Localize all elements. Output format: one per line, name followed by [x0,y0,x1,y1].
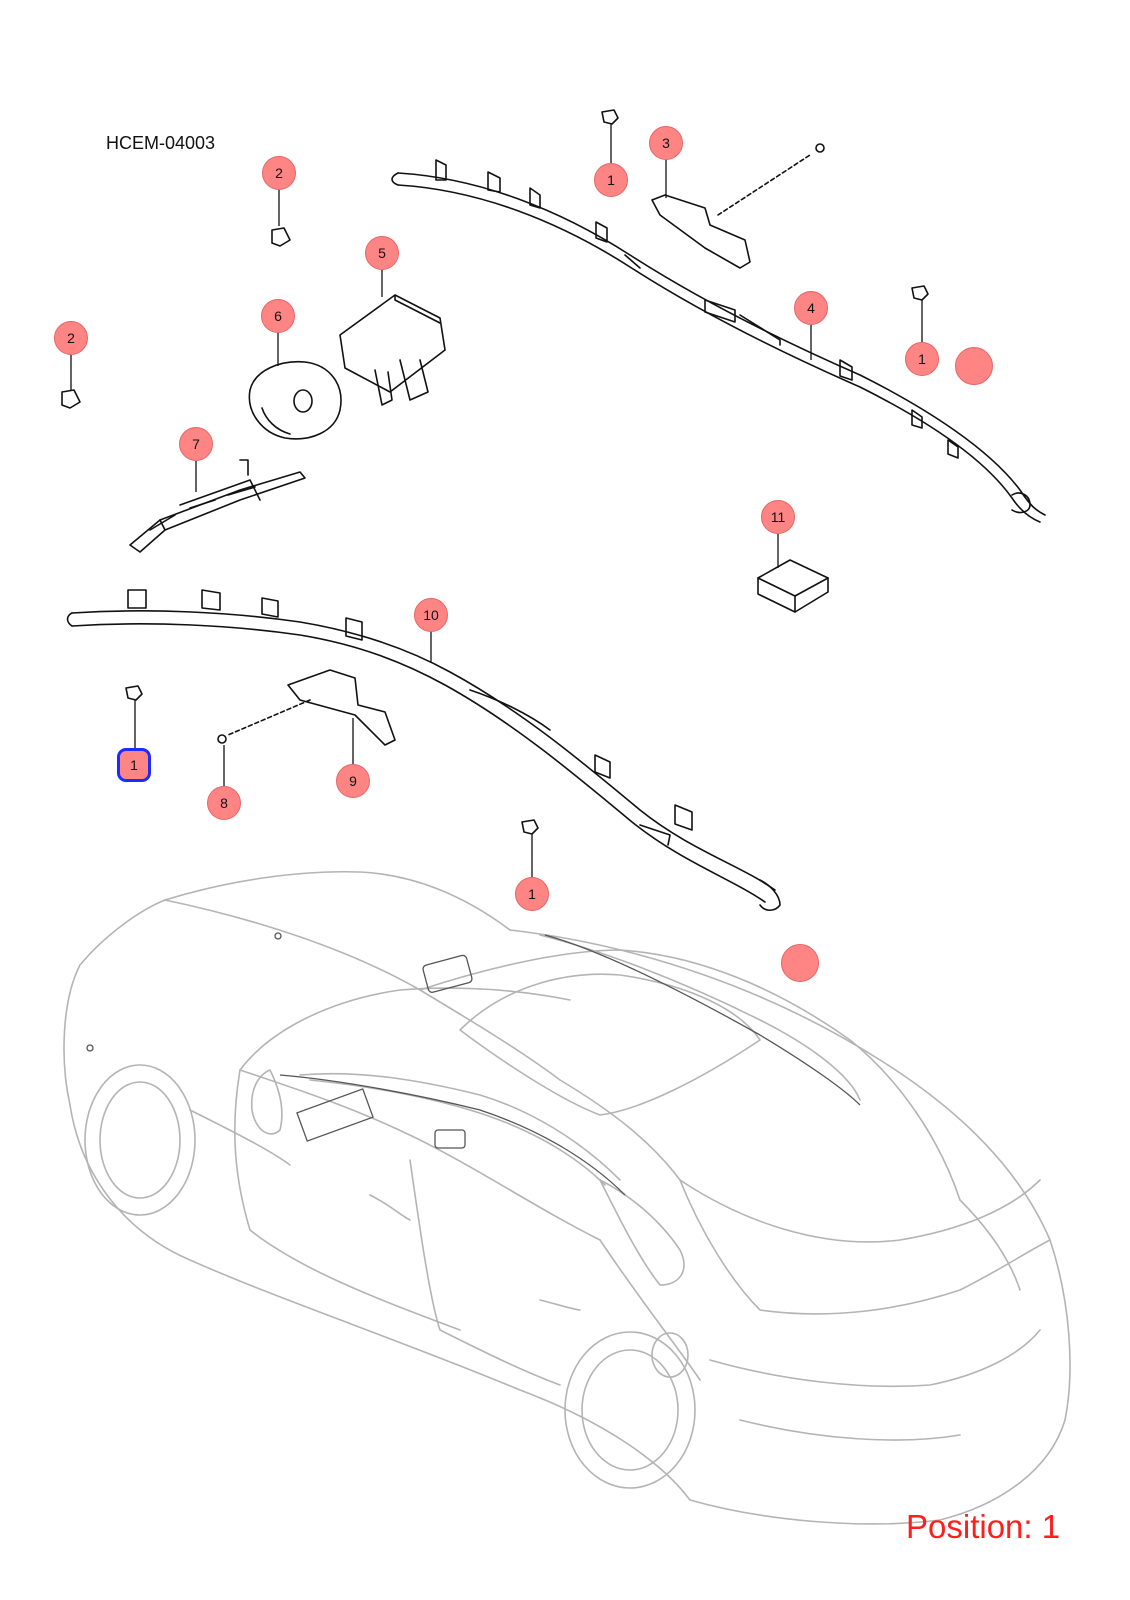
callout-unlabeled[interactable] [781,944,819,982]
curtain-airbag-left [66,589,781,912]
leader-lines [70,124,923,877]
knee-airbag-bracket [129,459,306,553]
callout-4[interactable]: 4 [794,291,828,325]
callout-6[interactable]: 6 [261,299,295,333]
callout-2[interactable]: 2 [54,321,88,355]
vehicle-outline [63,870,1071,1525]
control-module [757,559,829,613]
passenger-airbag [339,294,446,406]
callout-2[interactable]: 2 [262,156,296,190]
driver-airbag [248,360,342,440]
bracket-lower [217,669,396,746]
callout-3[interactable]: 3 [649,126,683,160]
callout-10[interactable]: 10 [414,598,448,632]
callout-7[interactable]: 7 [179,427,213,461]
callout-5[interactable]: 5 [365,236,399,270]
callout-1[interactable]: 1 [594,163,628,197]
callout-8[interactable]: 8 [207,786,241,820]
diagram-code: HCEM-04003 [106,133,216,153]
curtain-airbag-right [391,159,1046,523]
bracket-upper [651,143,825,269]
callout-9[interactable]: 9 [336,764,370,798]
callout-1[interactable]: 1 [905,342,939,376]
sensor-clips [61,109,929,835]
callout-1-selected[interactable]: 1 [117,748,151,782]
part-drawings [61,109,1046,912]
callout-1[interactable]: 1 [515,877,549,911]
callout-unlabeled[interactable] [955,347,993,385]
in-vehicle-parts [86,932,861,1196]
position-indicator: Position: 1 [906,1508,1061,1545]
callout-11[interactable]: 11 [761,500,795,534]
